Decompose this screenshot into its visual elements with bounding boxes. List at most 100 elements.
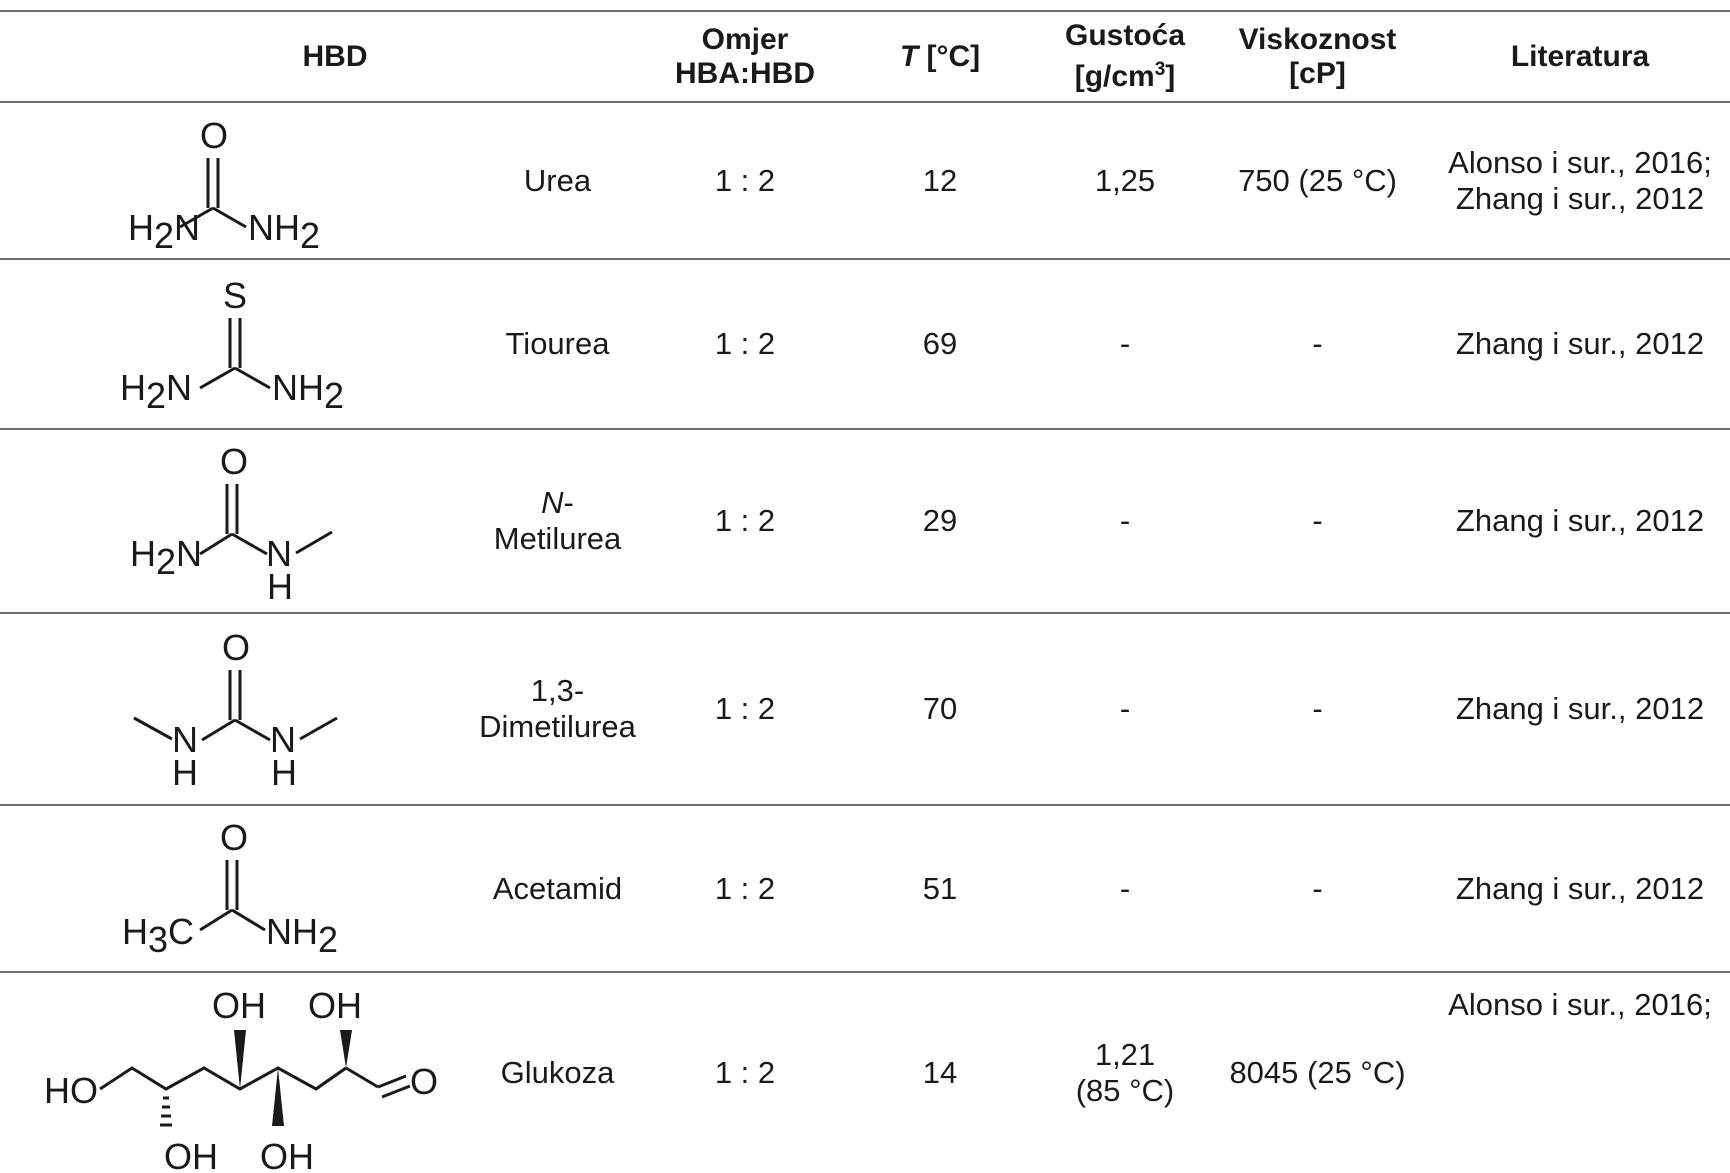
header-density-unit-a: [g/cm [1074,60,1155,93]
header-ratio-line1: Omjer [701,22,789,56]
hbd-name-text: Glukoza [500,1055,615,1090]
density-value: 1,25 [1040,103,1210,258]
viscosity-text: - [1312,870,1323,906]
row-divider [0,258,1730,260]
hashed-bond [160,1096,172,1127]
header-viscosity-line2: [cP] [1289,56,1346,90]
hbd-name-italic: N [541,485,564,520]
viscosity-value: 8045 (25 °C) [1210,973,1425,1173]
hbd-name: Tiourea [460,260,655,428]
viscosity-value: - [1210,614,1425,804]
header-density-unit-sup: 3 [1154,59,1166,80]
ratio-value: 1 : 2 [660,430,830,612]
viscosity-value: - [1210,430,1425,612]
temperature-text: 69 [922,326,958,361]
atom-oh: OH [260,1136,314,1173]
viscosity-text: 8045 (25 °C) [1229,1055,1406,1090]
density-value: - [1040,614,1210,804]
header-literature: Literatura [1430,12,1730,101]
thiourea-structure: S H2N NH2 [120,275,344,416]
viscosity-value: - [1210,260,1425,428]
literature-line1: Zhang i sur., 2012 [1455,870,1705,906]
ratio-value: 1 : 2 [660,260,830,428]
viscosity-text: - [1312,691,1323,726]
ratio-text: 1 : 2 [714,870,776,906]
hbd-name: Glukoza [460,973,655,1173]
atom-nh2: NH2 [272,367,344,416]
ratio-text: 1 : 2 [714,326,776,361]
density-line2: (85 °C) [1075,1073,1175,1108]
atom-n: N [172,719,198,760]
viscosity-text: 750 (25 °C) [1238,162,1397,198]
temperature-text: 29 [922,503,958,538]
acetamide-structure: O H3C NH2 [122,817,338,960]
literature-value: Alonso i sur., 2016; Zhang i sur., 2012 [1430,103,1730,258]
header-viscosity: Viskoznost [cP] [1210,12,1425,101]
density-line1: 1,21 [1094,1037,1156,1072]
row-divider [0,612,1730,614]
urea-structure: O H2N NH2 [128,115,320,255]
density-text: - [1119,691,1131,726]
temperature-value: 29 [870,430,1010,612]
glucose-structure: OH OH HO O OH OH [44,985,438,1173]
hbd-name-text: Acetamid [492,870,623,906]
literature-value: Zhang i sur., 2012 [1430,614,1730,804]
row-divider [0,971,1730,973]
density-text: - [1119,503,1131,538]
hbd-name-text: Urea [523,162,592,198]
literature-line1: Alonso i sur., 2016; [1448,144,1712,180]
hbd-name-line2: Metilurea [493,521,622,556]
literature-line1: Zhang i sur., 2012 [1455,326,1705,361]
density-value: - [1040,260,1210,428]
atom-n: N [266,533,292,574]
atom-h2n: H2N [120,367,192,416]
hbd-name: N- Metilurea [460,430,655,612]
density-text: - [1119,870,1131,906]
atom-h: H [267,566,293,606]
header-literature-text: Literatura [1510,39,1650,73]
ratio-value: 1 : 2 [660,973,830,1173]
hbd-name: Urea [460,103,655,258]
atom-o: O [222,627,250,668]
literature-value: Alonso i sur., 2016; [1430,975,1730,1035]
ratio-text: 1 : 2 [714,691,776,726]
hbd-name: 1,3- Dimetilurea [460,614,655,804]
dimethylurea-structure: O N H N H [133,627,338,793]
header-density-unit-b: ] [1165,60,1176,93]
ratio-text: 1 : 2 [714,503,776,538]
row-divider [0,428,1730,430]
header-temp-symbol: T [899,39,919,73]
ratio-text: 1 : 2 [714,162,776,198]
hbd-name-line1: 1,3- [530,673,585,708]
atom-h2n: H2N [130,533,202,582]
viscosity-value: 750 (25 °C) [1210,103,1425,258]
header-ratio: Omjer HBA:HBD [660,12,830,101]
table-top-rule [0,10,1730,12]
hbd-name-text: Tiourea [505,326,610,361]
literature-line2: Zhang i sur., 2012 [1455,180,1705,216]
temperature-text: 14 [922,1055,958,1090]
atom-oh: OH [164,1136,218,1173]
atom-o: O [200,115,228,156]
atom-oh: OH [212,985,266,1026]
header-viscosity-line1: Viskoznost [1238,22,1397,56]
density-value: 1,21 (85 °C) [1040,973,1210,1173]
temperature-value: 12 [870,103,1010,258]
methylurea-structure: O H2N N H [130,441,333,606]
atom-h3c: H3C [122,911,194,960]
hbd-name: Acetamid [460,806,655,971]
temperature-text: 51 [922,870,958,906]
header-hbd: HBD [190,12,480,101]
header-temp-unit: [°C] [918,39,981,73]
ratio-text: 1 : 2 [714,1055,776,1090]
header-density: Gustoća [g/cm3] [1040,12,1210,101]
atom-h2n: H2N [128,207,200,255]
atom-o: O [220,441,248,482]
header-density-line1: Gustoća [1064,19,1186,52]
ratio-value: 1 : 2 [660,614,830,804]
ratio-value: 1 : 2 [660,103,830,258]
density-text: 1,25 [1094,162,1156,198]
atom-h: H [172,752,198,793]
header-ratio-line2: HBA:HBD [675,56,815,90]
atom-nh2: NH2 [248,207,320,255]
